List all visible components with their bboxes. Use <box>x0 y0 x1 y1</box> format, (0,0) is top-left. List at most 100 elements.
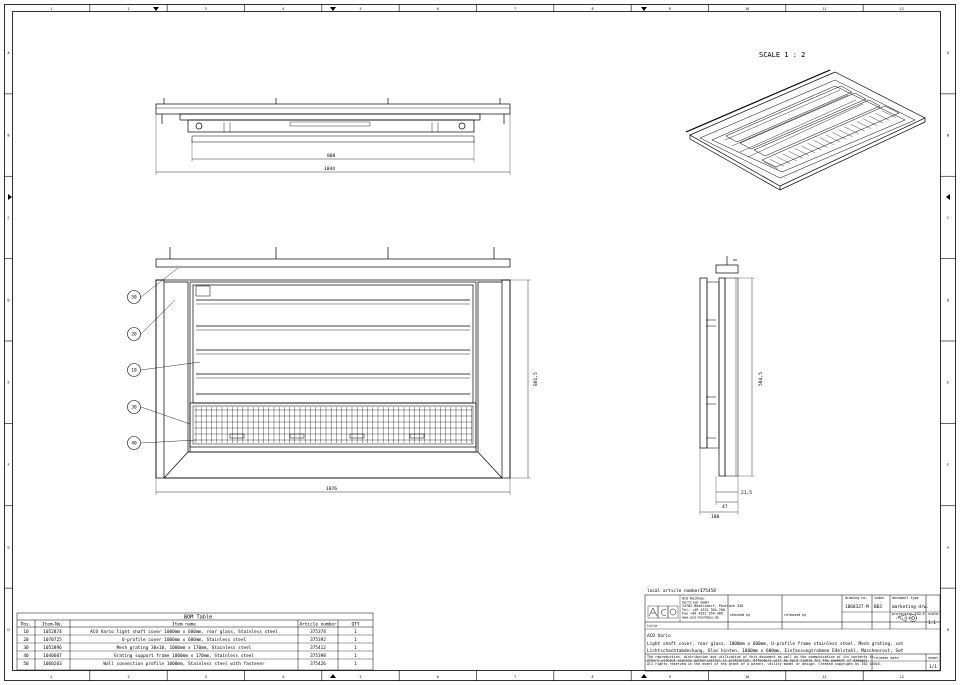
border-row-label: G <box>947 545 949 549</box>
border-row-label: H <box>947 628 949 632</box>
border-column-label: 4 <box>282 7 284 11</box>
balloon-circle <box>127 436 141 450</box>
border-row-label: C <box>7 216 9 220</box>
center-mark-left <box>8 194 12 200</box>
release-date-label: release date <box>874 656 899 660</box>
border-column-label: 2 <box>127 675 129 679</box>
scale-field-value: 1:1 <box>928 620 936 626</box>
border-column-label: 10 <box>745 675 749 679</box>
description-en: Light shaft cover, rear glass, 1000mm x … <box>647 641 904 647</box>
front-view <box>155 247 531 495</box>
border-column-label: 10 <box>745 7 749 11</box>
balloon-leaders <box>140 267 201 444</box>
company-line: Vertrieb GmbH <box>682 600 709 604</box>
legal-line: others without express authorization is … <box>647 659 870 663</box>
center-mark-right <box>946 194 950 200</box>
company-line: 24782 Büdelsdorf, Postfach 320 <box>682 604 743 608</box>
border-row-label: D <box>7 298 9 302</box>
border-column-label: 1 <box>50 7 52 11</box>
bom-cell: U-profile cover 1000mm x 600mm, Stainles… <box>122 637 247 643</box>
bom-cell: ACO Vario light shaft cover 1000mm x 600… <box>90 629 278 635</box>
company-line: Tel. +49 4331 354-700 <box>682 608 725 612</box>
center-mark-bottom <box>330 674 647 678</box>
side-view <box>699 256 755 515</box>
checked-by-label: checked by <box>730 613 750 617</box>
sheet-value: 1/1 <box>929 664 937 670</box>
border-column-label: 12 <box>900 7 904 11</box>
title-block <box>644 594 941 672</box>
projection-symbol <box>896 614 918 622</box>
bom-cell: Mesh grating 30x10, 1000mm x 170mm, Stai… <box>117 645 252 651</box>
top-view <box>155 98 511 175</box>
bom-cell: 1 <box>354 645 357 651</box>
border-column-label: 12 <box>900 675 904 679</box>
bom-cell: 375412 <box>310 645 326 651</box>
bom-table <box>16 612 374 671</box>
border-column-label: 3 <box>205 675 207 679</box>
doctype-label: document type <box>892 596 919 600</box>
front-mesh-grating <box>194 407 472 443</box>
border-column-label: 3 <box>205 7 207 11</box>
local-article-label: local article number: <box>647 588 703 594</box>
legal-line: All rights reserved in the event of the … <box>647 662 882 666</box>
border-column-label: 7 <box>514 675 516 679</box>
isometric-view <box>685 69 926 191</box>
company-line: Fax +49 4331 354-389 <box>682 612 723 616</box>
bom-header-cell: QTY <box>352 622 360 628</box>
border-column-label: 7 <box>514 7 516 11</box>
border-column-label: 2 <box>127 7 129 11</box>
border-column-label: 6 <box>437 675 439 679</box>
bom-cell: 1 <box>354 637 357 643</box>
scale-label: SCALE 1 : 2 <box>759 51 805 59</box>
border-column-label: 9 <box>669 675 671 679</box>
border-column-label: 5 <box>359 7 361 11</box>
index-label: index <box>874 596 884 600</box>
dim-side-a: 21,5 <box>741 490 752 496</box>
bom-cell: 30 <box>23 645 29 651</box>
bom-cell: 375398 <box>310 653 326 659</box>
drawing-no-value: 1068327-M <box>845 604 869 610</box>
border-column-label: 11 <box>822 675 826 679</box>
balloon-label: 20 <box>131 332 137 338</box>
bom-cell: 1 <box>354 629 357 635</box>
balloon-circle <box>127 327 141 341</box>
border-column-label: 5 <box>359 675 361 679</box>
border-row-label: B <box>7 134 9 138</box>
border-column-label: 9 <box>669 7 671 11</box>
sheet-label: sheet <box>928 656 938 660</box>
balloon-circle <box>127 290 141 304</box>
balloon-circle <box>127 363 141 377</box>
bom-cell: 50 <box>23 661 29 667</box>
bom-cell: 1070725 <box>43 637 62 643</box>
border-row-label: D <box>947 298 949 302</box>
border-column-label: 4 <box>282 675 284 679</box>
center-mark-top <box>153 7 647 11</box>
balloon-label: 30 <box>131 405 137 411</box>
border-row-label: G <box>7 545 9 549</box>
sheet-outer-border <box>4 4 956 681</box>
border-row-label: F <box>7 463 9 467</box>
dim-side-b: 47 <box>722 504 728 510</box>
company-line: ACO Hochbau <box>682 597 704 601</box>
border-row-label: A <box>7 51 9 55</box>
border-column-ticks <box>89 4 864 681</box>
description-de: Lichtschachtabdeckung, Glas hinten, 1000… <box>647 648 904 654</box>
dim-top-outer: 1044 <box>324 166 335 172</box>
bom-cell: 1060203 <box>43 661 62 667</box>
balloon-circle <box>127 400 141 414</box>
legal-notice: The reproduction, distribution and utili… <box>647 655 882 666</box>
border-row-label: A <box>947 51 949 55</box>
scale-field-label: scale <box>928 612 938 616</box>
sheet-inner-border <box>12 11 941 671</box>
bom-cell: 375426 <box>310 661 326 667</box>
bom-header-cell: Item-No. <box>42 622 63 628</box>
balloon-label: 50 <box>131 295 137 301</box>
company-line: www.aco-hochbau.de <box>682 616 719 620</box>
projection-label: projection ISO-E <box>892 612 925 616</box>
